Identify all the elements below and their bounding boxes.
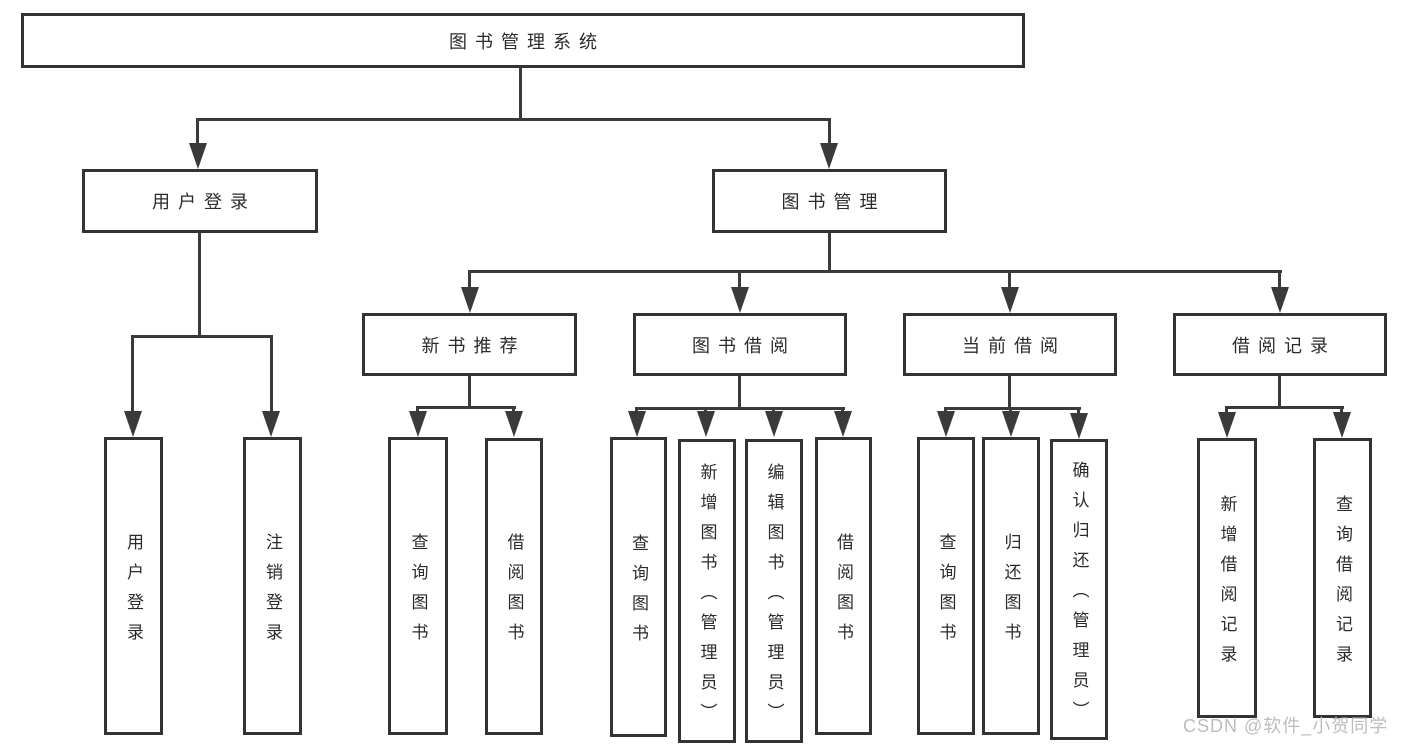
connector-line — [1008, 376, 1011, 410]
leaf-user-login-label: 用户登录 — [124, 532, 143, 653]
connector-line — [468, 270, 471, 289]
connector-line — [1225, 406, 1344, 409]
node-book-borrowing: 图书借阅 — [633, 313, 847, 376]
leaf-borrow-borrow-books-label: 借阅图书 — [834, 532, 853, 653]
arrowhead — [731, 287, 749, 313]
connector-line — [1225, 406, 1228, 414]
arrowhead — [628, 411, 646, 437]
leaf-borrow-query-books-label: 查询图书 — [629, 533, 648, 654]
leaf-query-borrow-record: 查询借阅记录 — [1313, 438, 1372, 718]
connector-line — [1077, 407, 1080, 414]
arrowhead — [1333, 412, 1351, 438]
leaf-edit-book-admin-label: 编辑图书（管理员） — [764, 462, 784, 733]
connector-line — [1340, 406, 1343, 414]
connector-line — [1009, 407, 1012, 414]
leaf-newbook-borrow-books-label: 借阅图书 — [504, 533, 524, 653]
arrowhead — [1002, 411, 1020, 437]
connector-line — [944, 407, 1081, 410]
node-borrowing-records-label: 借阅记录 — [1232, 335, 1336, 356]
node-borrowing-records: 借阅记录 — [1173, 313, 1387, 376]
connector-line — [704, 407, 707, 414]
arrowhead — [937, 411, 955, 437]
node-book-management: 图书管理 — [712, 169, 947, 233]
leaf-borrow-query-books: 查询图书 — [610, 437, 667, 737]
leaf-borrow-borrow-books: 借阅图书 — [815, 437, 872, 735]
arrowhead — [1001, 287, 1019, 313]
arrowhead — [1218, 412, 1236, 438]
arrowhead — [505, 411, 523, 437]
node-current-borrowing-label: 当前借阅 — [962, 335, 1066, 356]
node-book-borrowing-label: 图书借阅 — [692, 335, 796, 356]
leaf-newbook-borrow-books: 借阅图书 — [485, 438, 543, 735]
leaf-return-books: 归还图书 — [982, 437, 1040, 735]
connector-line — [131, 335, 273, 338]
connector-line — [738, 270, 741, 289]
connector-line — [828, 233, 831, 272]
connector-line — [772, 407, 775, 414]
leaf-query-borrow-record-label: 查询借阅记录 — [1333, 494, 1352, 675]
arrowhead — [124, 411, 142, 437]
csdn-watermark: CSDN @软件_小贺同学 — [1183, 716, 1389, 736]
arrowhead — [409, 411, 427, 437]
arrowhead — [834, 411, 852, 437]
connector-line — [468, 376, 471, 408]
arrowhead — [1271, 287, 1289, 313]
node-user-login: 用户登录 — [82, 169, 318, 233]
arrowhead — [765, 411, 783, 437]
leaf-newbook-query-books-label: 查询图书 — [408, 532, 428, 653]
node-new-book-recommend-label: 新书推荐 — [421, 335, 526, 356]
connector-line — [1278, 270, 1281, 289]
node-new-book-recommend: 新书推荐 — [362, 313, 577, 376]
arrowhead — [697, 411, 715, 437]
connector-line — [198, 233, 201, 335]
leaf-return-books-label: 归还图书 — [1001, 532, 1021, 653]
connector-line — [512, 406, 515, 414]
connector-line — [196, 118, 831, 121]
connector-line — [270, 335, 273, 413]
leaf-add-book-admin-label: 新增图书（管理员） — [697, 462, 717, 733]
leaf-confirm-return-admin-label: 确认归还（管理员） — [1069, 461, 1089, 731]
connector-line — [416, 406, 419, 414]
leaf-add-borrow-record-label: 新增借阅记录 — [1217, 494, 1237, 675]
leaf-confirm-return-admin: 确认归还（管理员） — [1050, 439, 1108, 740]
connector-line — [738, 376, 741, 410]
node-root-system-label: 图书管理系统 — [449, 31, 605, 52]
leaf-logout: 注销登录 — [243, 437, 302, 735]
connector-line — [196, 118, 199, 145]
connector-line — [944, 407, 947, 414]
node-current-borrowing: 当前借阅 — [903, 313, 1117, 376]
node-root-system: 图书管理系统 — [21, 13, 1025, 68]
connector-line — [841, 407, 844, 414]
connector-line — [519, 68, 522, 118]
connector-line — [416, 406, 516, 409]
leaf-current-query-books: 查询图书 — [917, 437, 975, 735]
leaf-user-login: 用户登录 — [104, 437, 163, 735]
arrowhead — [461, 287, 479, 313]
connector-line — [828, 118, 831, 145]
connector-line — [1278, 376, 1281, 409]
connector-line — [1008, 270, 1011, 289]
leaf-edit-book-admin: 编辑图书（管理员） — [745, 439, 803, 743]
connector-line — [131, 335, 134, 413]
arrowhead — [262, 411, 280, 437]
connector-line — [635, 407, 638, 414]
connector-line — [635, 407, 845, 410]
leaf-logout-label: 注销登录 — [263, 532, 282, 653]
leaf-current-query-books-label: 查询图书 — [936, 532, 956, 653]
node-user-login-label: 用户登录 — [152, 192, 256, 212]
arrowhead — [189, 143, 207, 169]
node-book-management-label: 图书管理 — [781, 192, 886, 212]
arrowhead — [1070, 413, 1088, 439]
leaf-newbook-query-books: 查询图书 — [388, 437, 448, 735]
connector-line — [468, 270, 1282, 273]
leaf-add-book-admin: 新增图书（管理员） — [678, 439, 736, 743]
leaf-add-borrow-record: 新增借阅记录 — [1197, 438, 1257, 718]
arrowhead — [820, 143, 838, 169]
